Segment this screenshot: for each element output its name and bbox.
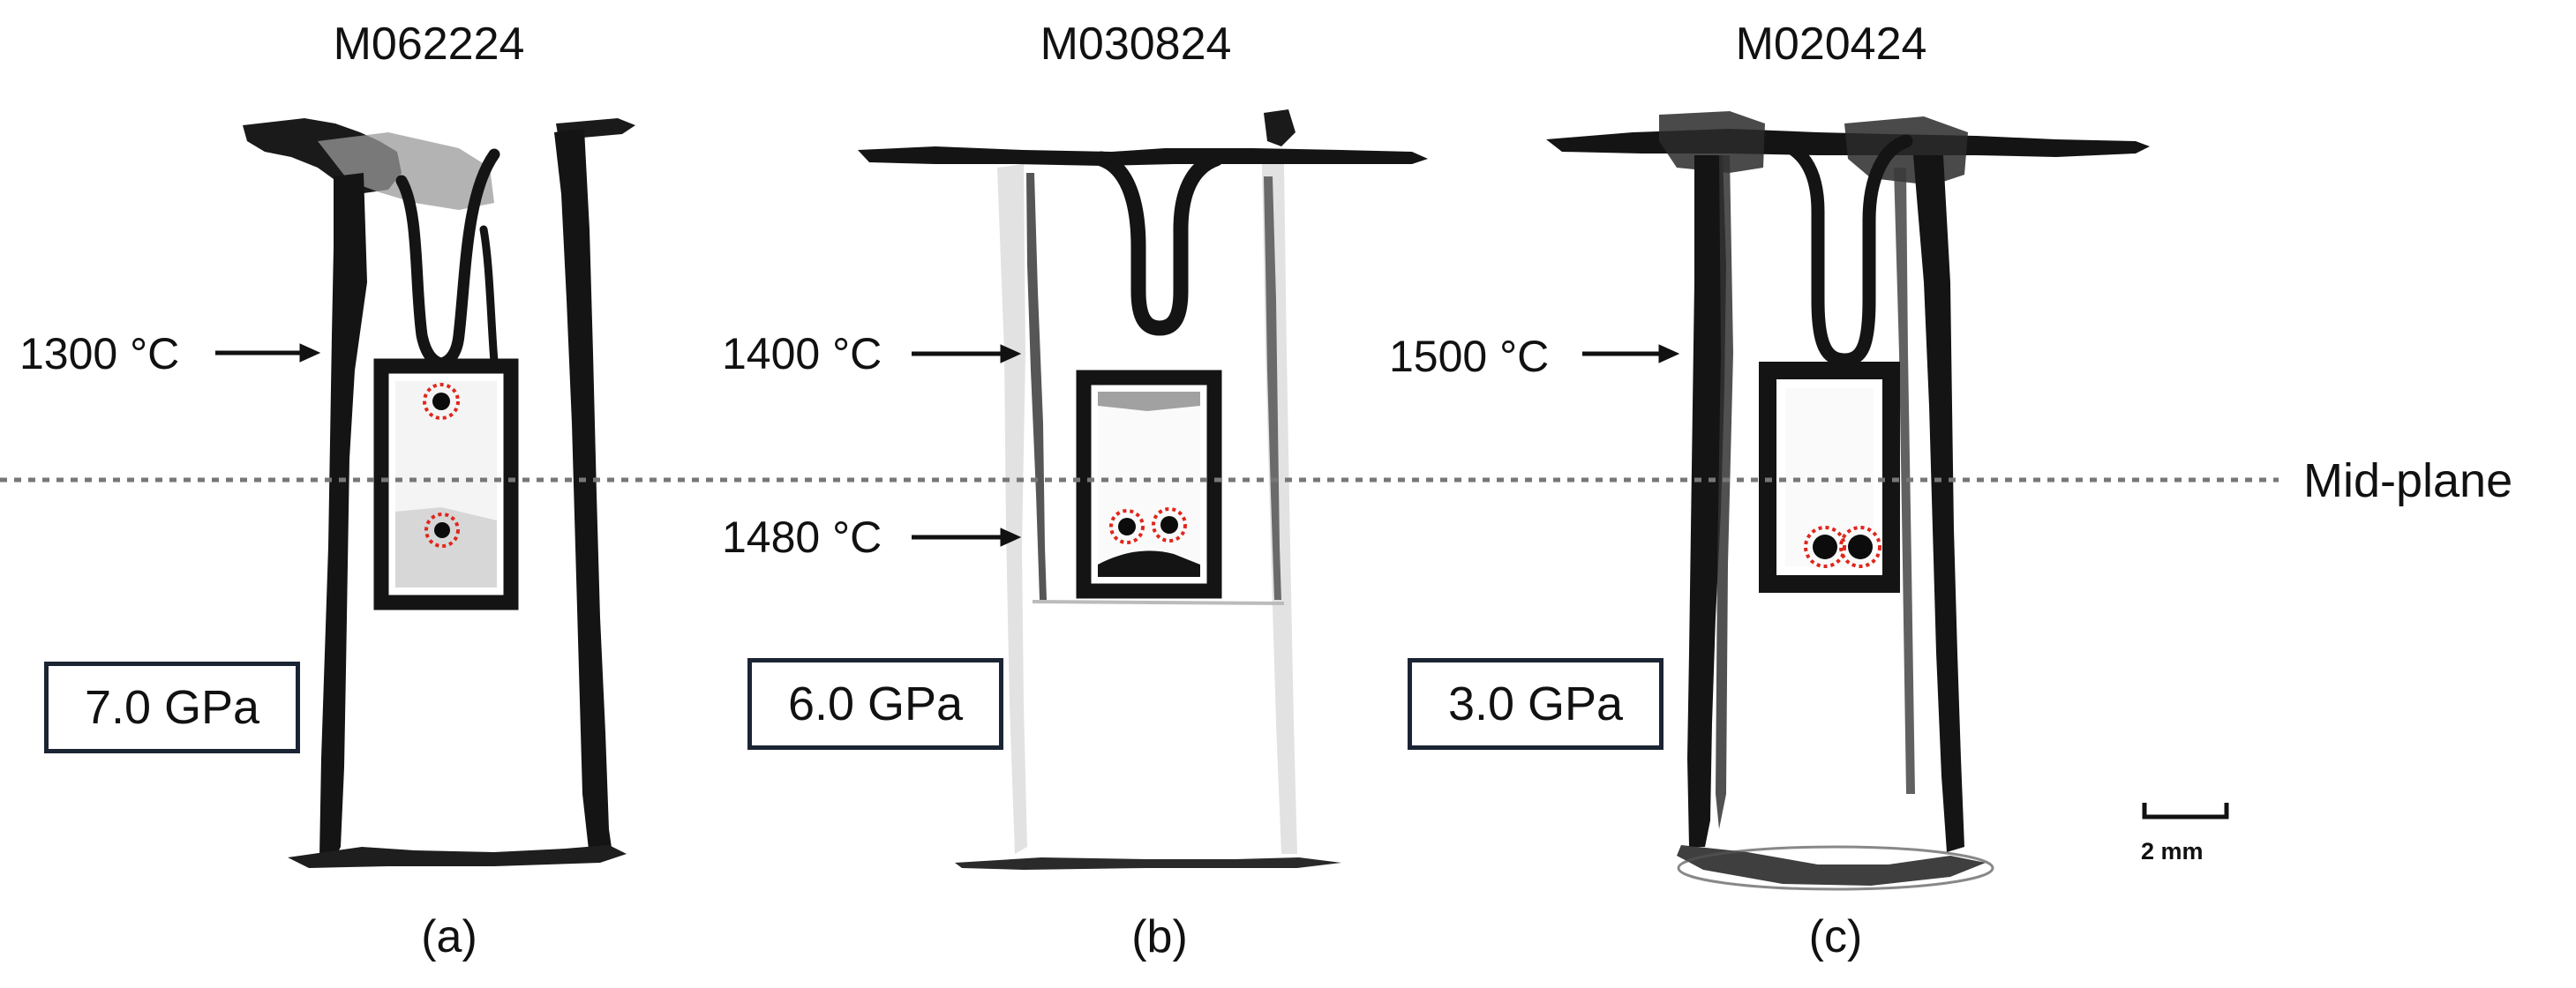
melt-ring-a-1 [423,383,460,420]
temperature-label-b-1400: 1400 °C [722,329,882,378]
assembly-a-thermocouple-leg [479,225,499,366]
panel-label-a: (a) [421,911,477,962]
assembly-a-right-wall [554,129,612,857]
assembly-c-thermocouple [1767,134,1913,367]
scale-bar [2142,803,2229,820]
arrowhead-b-1400 [1000,344,1022,363]
pressure-box-b: 6.0 GPa [747,658,1003,750]
melt-pocket-c-2 [1848,535,1873,559]
assembly-c-left-wall [1687,155,1726,847]
assembly-c-base [1677,845,1986,886]
assembly-b-seam [1032,600,1285,605]
arrowhead-a-1300 [299,343,321,363]
melt-pocket-b-1 [1118,518,1136,535]
assembly-c-top-speckle-left [1659,111,1765,173]
temperature-label-a-1300: 1300 °C [19,329,180,378]
pressure-box-a: 7.0 GPa [44,662,300,753]
assembly-a-base [288,845,627,868]
assembly-c-right-wall-outer [1894,168,1915,794]
assembly-a [243,118,635,868]
melt-pocket-b-2 [1160,516,1178,534]
scale-bar-line [2142,803,2229,820]
assembly-b-thermocouple [1093,151,1224,336]
assembly-b-top-plate [858,146,1428,166]
pressure-label-a: 7.0 GPa [84,681,260,734]
assembly-b [858,109,1428,870]
assembly-b-ghost-wall-left [997,164,1027,854]
assembly-a-top-flange-grey [318,132,494,210]
melt-ring-b-1 [1109,509,1145,544]
melt-pocket-a-1 [432,393,450,410]
assembly-b-capsule-melt-base [1098,550,1200,577]
sample-id-a: M062224 [333,19,525,70]
scale-bar-label: 2 mm [2141,838,2204,864]
melt-ring-a-2 [424,513,460,548]
assembly-b-capsule [1076,370,1222,599]
assembly-b-capsule-top-shadow [1098,392,1200,411]
sample-id-c: M020424 [1735,19,1927,70]
melt-ring-b-2 [1152,507,1187,543]
assembly-a-capsule [373,358,519,610]
assembly-c-left-wall-outer [1716,155,1733,829]
panel-label-b: (b) [1131,911,1188,962]
assembly-c-right-wall [1913,155,1964,852]
pressure-label-b: 6.0 GPa [787,677,964,730]
pressure-label-c: 3.0 GPa [1447,677,1624,730]
assembly-a-capsule-shadow [395,507,497,588]
assembly-b-base [955,857,1341,870]
melt-ring-c-1 [1804,526,1846,568]
arrowhead-c-1500 [1658,344,1680,363]
assembly-c [1546,111,2150,891]
assembly-b-left-wall [1026,173,1047,600]
assembly-a-left-wall [319,173,367,864]
arrowhead-b-1480 [1000,528,1022,547]
melt-pocket-a-2 [434,522,450,538]
pressure-box-c: 3.0 GPa [1408,658,1664,750]
assembly-c-base-outline [1677,845,1994,891]
midplane-label: Mid-plane [2303,454,2513,507]
sample-id-b: M030824 [1040,19,1232,70]
temperature-arrows [215,343,1680,547]
melt-pocket-c-1 [1813,535,1837,559]
panel-label-c: (c) [1808,911,1863,962]
temperature-label-b-1480: 1480 °C [722,513,882,562]
temperature-label-c-1500: 1500 °C [1389,332,1550,381]
melt-ring-c-2 [1839,526,1881,568]
assembly-b-top-plate-blob [1264,109,1296,146]
assembly-b-right-wall [1264,176,1281,600]
assembly-c-capsule [1759,362,1900,593]
assembly-b-capsule-fill [1098,392,1200,577]
